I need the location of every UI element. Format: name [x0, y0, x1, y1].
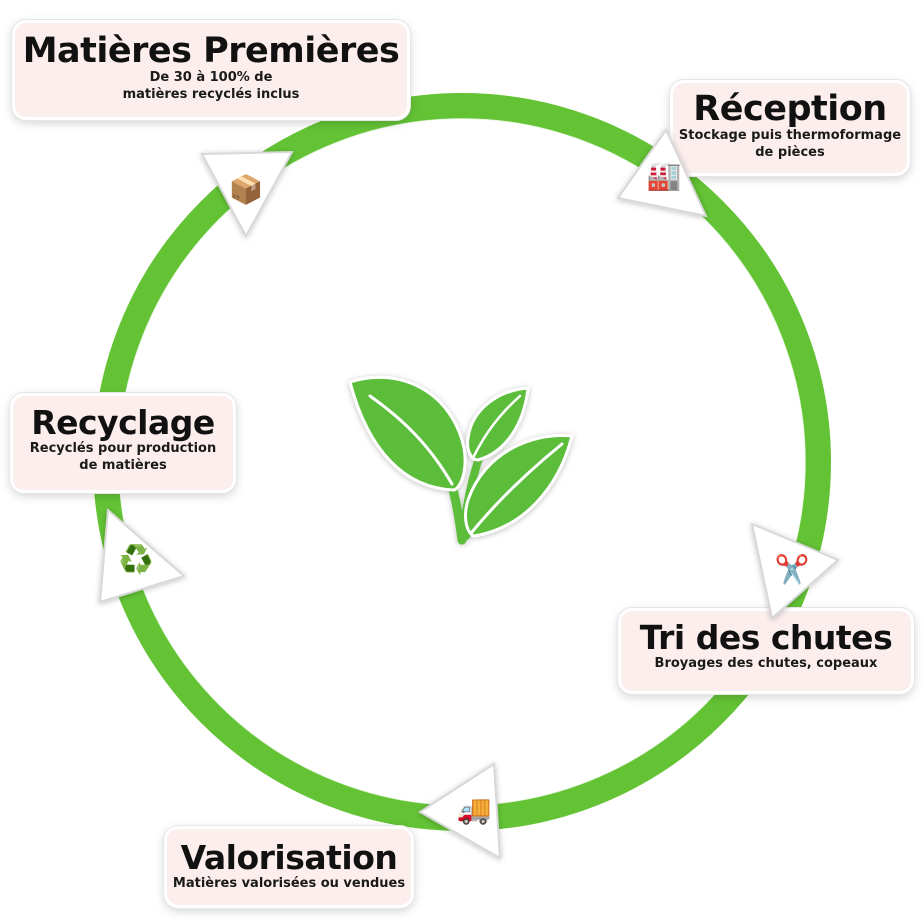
step-description: Recyclés pour production de matières [29, 440, 217, 473]
arrow-marker-recyclage: ♻️ [86, 507, 187, 610]
arrow-marker-matieres: 📦 [196, 140, 296, 240]
step-card-recyclage: Recyclage Recyclés pour production de ma… [10, 393, 236, 493]
step-title: Réception [693, 89, 887, 129]
cardboard-box-icon: 📦 [228, 173, 264, 206]
step-description: Matières valorisées ou vendues [172, 875, 406, 891]
delivery-truck-icon: 🚚 [456, 793, 492, 826]
recycle-icon: ♻️ [118, 543, 154, 576]
arrow-triangle-icon [98, 507, 187, 604]
step-card-valorisation: Valorisation Matières valorisées ou vend… [164, 826, 414, 908]
step-card-reception: Réception Stockage puis thermoformage de… [670, 80, 910, 176]
step-description: Stockage puis thermoformage de pièces [678, 127, 902, 160]
arrow-triangle-icon [418, 762, 502, 860]
step-card-matieres-premieres: Matières Premières De 30 à 100% de matiè… [12, 20, 410, 120]
step-title: Matières Premières [22, 31, 400, 71]
step-card-tri-des-chutes: Tri des chutes Broyages des chutes, cope… [618, 608, 914, 694]
step-description: De 30 à 100% de matières recyclés inclus [122, 69, 300, 102]
arrow-triangle-icon [750, 522, 840, 620]
step-title: Valorisation [180, 838, 398, 877]
arrow-triangle-icon [616, 128, 708, 218]
arrow-triangle-icon [200, 150, 294, 239]
leaf-sprout-icon [348, 375, 574, 545]
factory-icon: 🏭 [646, 159, 682, 192]
scissors-icon: ✂️ [774, 553, 810, 586]
step-title: Tri des chutes [639, 618, 893, 657]
arrow-marker-valorisation: 🚚 [418, 760, 524, 860]
arrow-marker-reception: 🏭 [614, 126, 714, 226]
arrow-marker-tri: ✂️ [742, 520, 842, 620]
step-title: Recyclage [31, 403, 215, 442]
step-description: Broyages des chutes, copeaux [654, 655, 878, 671]
